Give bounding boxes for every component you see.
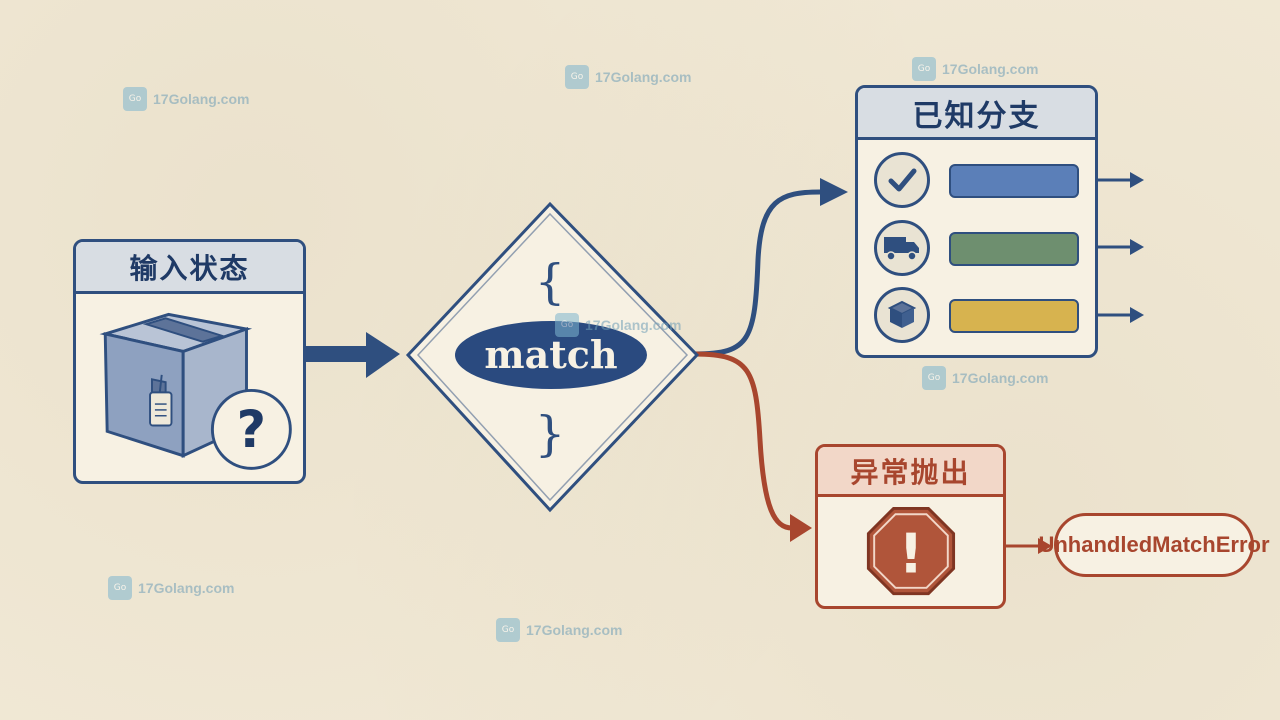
branch-output-arrows [1098, 172, 1144, 323]
branch-row-1-icon [874, 152, 930, 208]
watermark-logo-icon: Go [922, 366, 946, 390]
check-icon [888, 168, 917, 192]
input-state-box: 输入状态 ? [73, 239, 306, 484]
watermark-logo-icon: Go [108, 576, 132, 600]
open-brace: { [535, 254, 566, 310]
watermark-text: 17Golang.com [153, 91, 250, 107]
known-branches-box: 已知分支 [855, 85, 1098, 358]
watermark-text: 17Golang.com [138, 580, 235, 596]
input-state-title: 输入状态 [76, 242, 303, 294]
watermark-logo-icon: Go [912, 57, 936, 81]
match-to-branches-connector [694, 189, 821, 357]
truck-icon [884, 237, 919, 261]
exception-thrown-title: 异常抛出 [818, 447, 1003, 497]
watermark-text: 17Golang.com [952, 370, 1049, 386]
watermark-logo-icon: Go [555, 313, 579, 337]
question-mark-icon: ? [237, 400, 266, 459]
branch-row-3-icon [874, 287, 930, 343]
branch-bar-2 [949, 232, 1079, 266]
input-to-match-arrow [306, 332, 400, 378]
watermark-text: 17Golang.com [595, 69, 692, 85]
watermark: Go 17Golang.com [922, 366, 1048, 390]
watermark: Go 17Golang.com [123, 87, 249, 111]
error-to-label-arrow [1006, 538, 1052, 554]
watermark-text: 17Golang.com [942, 61, 1039, 77]
watermark-logo-icon: Go [496, 618, 520, 642]
branch-bar-3 [949, 299, 1079, 333]
match-to-error-connector [694, 351, 793, 531]
close-brace: } [535, 406, 566, 462]
known-branches-title: 已知分支 [858, 88, 1095, 140]
package-icon [887, 300, 917, 328]
branches-arrowhead [820, 178, 848, 206]
branch-row-2-icon [874, 220, 930, 276]
watermark-logo-icon: Go [565, 65, 589, 89]
box-package-icon: ? [99, 312, 292, 470]
watermark: Go 17Golang.com [555, 313, 681, 337]
watermark-text: 17Golang.com [585, 317, 682, 333]
match-label: match [484, 332, 617, 377]
watermark-text: 17Golang.com [526, 622, 623, 638]
error-arrowhead [790, 514, 812, 542]
match-diamond: { match } [405, 201, 700, 513]
watermark: Go 17Golang.com [108, 576, 234, 600]
match-pill [455, 321, 647, 389]
exception-thrown-box: 异常抛出 ! [815, 444, 1006, 609]
watermark: Go 17Golang.com [565, 65, 691, 89]
unhandled-match-error-label: UnhandledMatchError [1038, 513, 1270, 577]
stop-warning-icon: ! [866, 506, 956, 596]
watermark: Go 17Golang.com [496, 618, 622, 642]
watermark-logo-icon: Go [123, 87, 147, 111]
exclamation-icon: ! [899, 522, 924, 585]
watermark: Go 17Golang.com [912, 57, 1038, 81]
branch-bar-1 [949, 164, 1079, 198]
